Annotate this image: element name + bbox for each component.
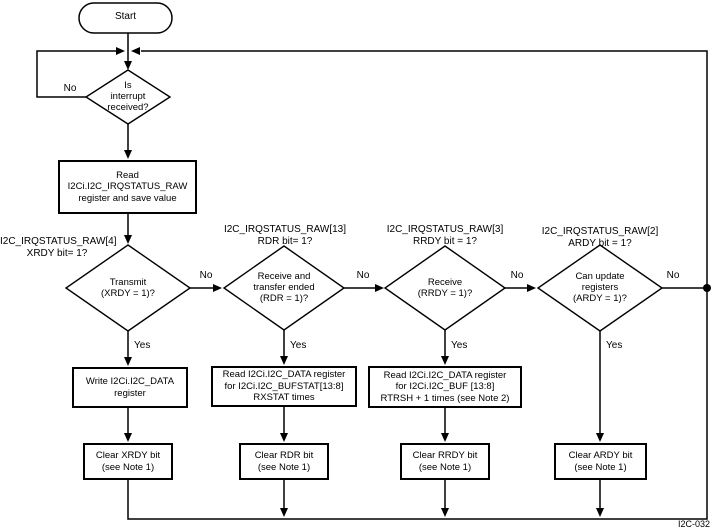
arrowhead-down [280,508,288,517]
arrowhead-down [280,433,288,442]
yes-label-3: Yes [451,340,468,351]
arrowhead-down [596,433,604,442]
decision-diamond-interrupt [84,69,172,125]
arrowhead-right [527,284,536,292]
bit-label-ardy: I2C_IRQSTATUS_RAW[2] ARDY bit = 1? [541,226,659,249]
yes-label-1: Yes [134,340,151,351]
arrowhead-down [124,61,132,70]
decision-text-ardy: Can update registers (ARDY = 1)? [573,271,627,304]
arrowhead-right [213,284,222,292]
decision-diamond-rdr [222,245,346,331]
figure-id-label: I2C-032 [677,519,710,529]
clear-box-rrdy: Clear RRDY bit (see Note 1) [400,443,490,480]
no-label-2: No [356,270,370,281]
read-irqstatus-box: Read I2Ci.I2C_IRQSTATUS_RAW register and… [58,160,197,214]
arrowhead-down [280,356,288,365]
arrowhead-down [124,433,132,442]
arrowhead-down [441,356,449,365]
no-label-4: No [666,270,680,281]
decision-text-rdr: Receive and transfer ended (RDR = 1)? [253,271,315,304]
arrowhead-down [596,508,604,517]
arrowhead-right [116,47,125,55]
junction-dot [703,284,711,292]
arrowheads [116,47,604,517]
clear-box-ardy: Clear ARDY bit (see Note 1) [554,443,647,480]
decision-text-transmit: Transmit (XRDY = 1)? [101,277,155,299]
decision-diamond-transmit [64,244,192,332]
no-label-1: No [199,270,213,281]
arrowhead-left [131,47,140,55]
arrowhead-down [441,433,449,442]
yes-label-2: Yes [290,340,307,351]
arrowhead-down [124,357,132,366]
action-box-read-data-rtrsh: Read I2Ci.I2C_DATA register for I2Ci.I2C… [368,366,522,408]
bit-label-rdr: I2C_IRQSTATUS_RAW[13] RDR bit= 1? [223,224,347,247]
interrupt-no-label: No [63,83,77,94]
action-box-read-data-rxstat: Read I2Ci.I2C_DATA register for I2Ci.I2C… [211,366,357,407]
connector-no-loop [36,50,117,98]
bit-label-xrdy: I2C_IRQSTATUS_RAW[4] XRDY bit= 1? [0,236,117,259]
arrowhead-right [375,284,384,292]
decision-diamond-ardy [536,244,664,332]
bit-label-rrdy: I2C_IRQSTATUS_RAW[3] RRDY bit = 1? [386,224,504,247]
clear-box-rdr: Clear RDR bit (see Note 1) [239,443,329,480]
arrowhead-down [441,508,449,517]
yes-label-4: Yes [606,340,623,351]
arrowhead-down [124,150,132,159]
decision-diamond-rrdy [383,245,507,331]
no-label-3: No [510,270,524,281]
action-box-write-data: Write I2Ci.I2C_DATA register [72,367,188,408]
start-terminator-shape [78,2,173,34]
interrupt-decision-text: Is interrupt received? [107,80,149,113]
connector-feedback-rail [127,50,708,520]
start-label: Start [114,11,137,22]
clear-box-xrdy: Clear XRDY bit (see Note 1) [83,443,173,480]
arrowhead-down [124,235,132,244]
decision-text-rrdy: Receive (RRDY = 1)? [417,277,473,299]
